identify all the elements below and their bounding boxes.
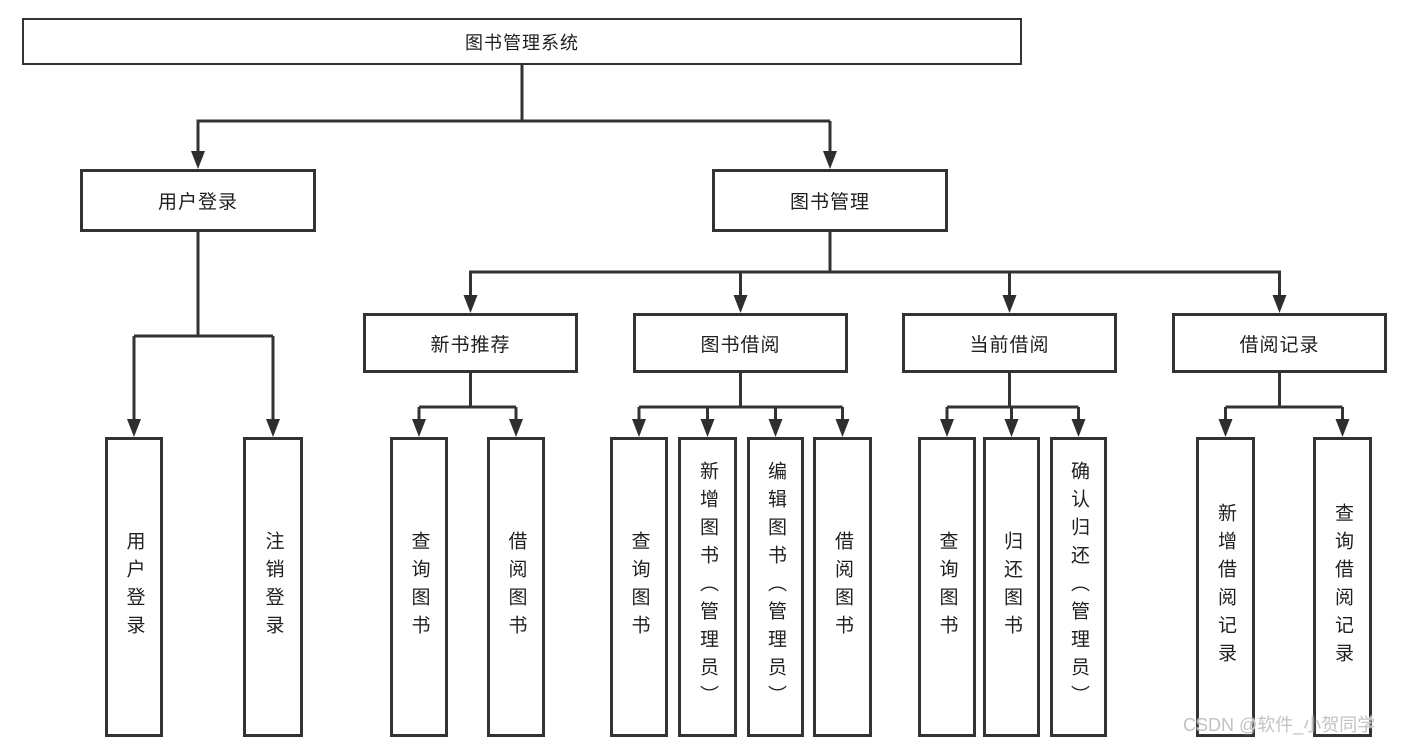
node-label: 图书管理系统 <box>465 32 579 53</box>
connector-new-books-branch <box>412 373 523 437</box>
connector-current-borrow-branch <box>940 373 1086 437</box>
connector-user-login-branch <box>127 232 280 437</box>
node-new-book-recommendation: 新书推荐 <box>363 313 578 373</box>
node-label: 查询图书 <box>408 531 430 643</box>
leaf-user-login: 用户登录 <box>105 437 163 737</box>
leaf-query-books-2: 查询图书 <box>610 437 668 737</box>
node-label: 用户登录 <box>123 531 145 643</box>
node-label: 编辑图书（管理员） <box>765 461 786 713</box>
connector-root-to-level1 <box>191 65 837 169</box>
leaf-logout: 注销登录 <box>243 437 303 737</box>
node-label: 新增借阅记录 <box>1215 503 1236 671</box>
node-book-borrowing: 图书借阅 <box>633 313 848 373</box>
node-label: 用户登录 <box>157 192 238 213</box>
node-label: 查询借阅记录 <box>1332 503 1353 671</box>
node-label: 当前借阅 <box>969 334 1050 356</box>
node-label: 确认归还（管理员） <box>1068 461 1089 713</box>
node-book-management: 图书管理 <box>712 169 948 232</box>
leaf-borrow-books-1: 借阅图书 <box>487 437 545 737</box>
leaf-borrow-books-2: 借阅图书 <box>813 437 872 737</box>
node-label: 新书推荐 <box>430 334 511 356</box>
leaf-query-books-3: 查询图书 <box>918 437 976 737</box>
node-label: 新增图书（管理员） <box>697 461 718 713</box>
node-user-login: 用户登录 <box>80 169 316 232</box>
connector-borrow-records-branch <box>1218 373 1350 437</box>
leaf-return-books: 归还图书 <box>983 437 1040 737</box>
connector-book-management-branch <box>463 232 1287 313</box>
node-label: 图书借阅 <box>700 334 781 356</box>
node-label: 借阅记录 <box>1239 334 1320 356</box>
node-label: 借阅图书 <box>832 531 853 643</box>
leaf-query-books-1: 查询图书 <box>390 437 448 737</box>
connector-book-borrow-branch <box>632 373 850 437</box>
leaf-confirm-return-admin: 确认归还（管理员） <box>1050 437 1107 737</box>
node-label: 图书管理 <box>789 192 870 213</box>
node-borrowing-records: 借阅记录 <box>1172 313 1387 373</box>
node-label: 查询图书 <box>936 531 958 643</box>
leaf-edit-books-admin: 编辑图书（管理员） <box>747 437 804 737</box>
node-current-borrowing: 当前借阅 <box>902 313 1117 373</box>
leaf-add-books-admin: 新增图书（管理员） <box>678 437 737 737</box>
node-label: 借阅图书 <box>505 531 527 643</box>
node-label: 归还图书 <box>1001 531 1022 643</box>
node-root-library-management-system: 图书管理系统 <box>22 18 1022 65</box>
node-label: 注销登录 <box>262 531 284 643</box>
csdn-watermark: CSDN @软件_小贺同学 <box>1183 715 1376 735</box>
leaf-query-borrow-record: 查询借阅记录 <box>1313 437 1372 737</box>
node-label: 查询图书 <box>628 531 650 643</box>
leaf-add-borrow-record: 新增借阅记录 <box>1196 437 1255 737</box>
